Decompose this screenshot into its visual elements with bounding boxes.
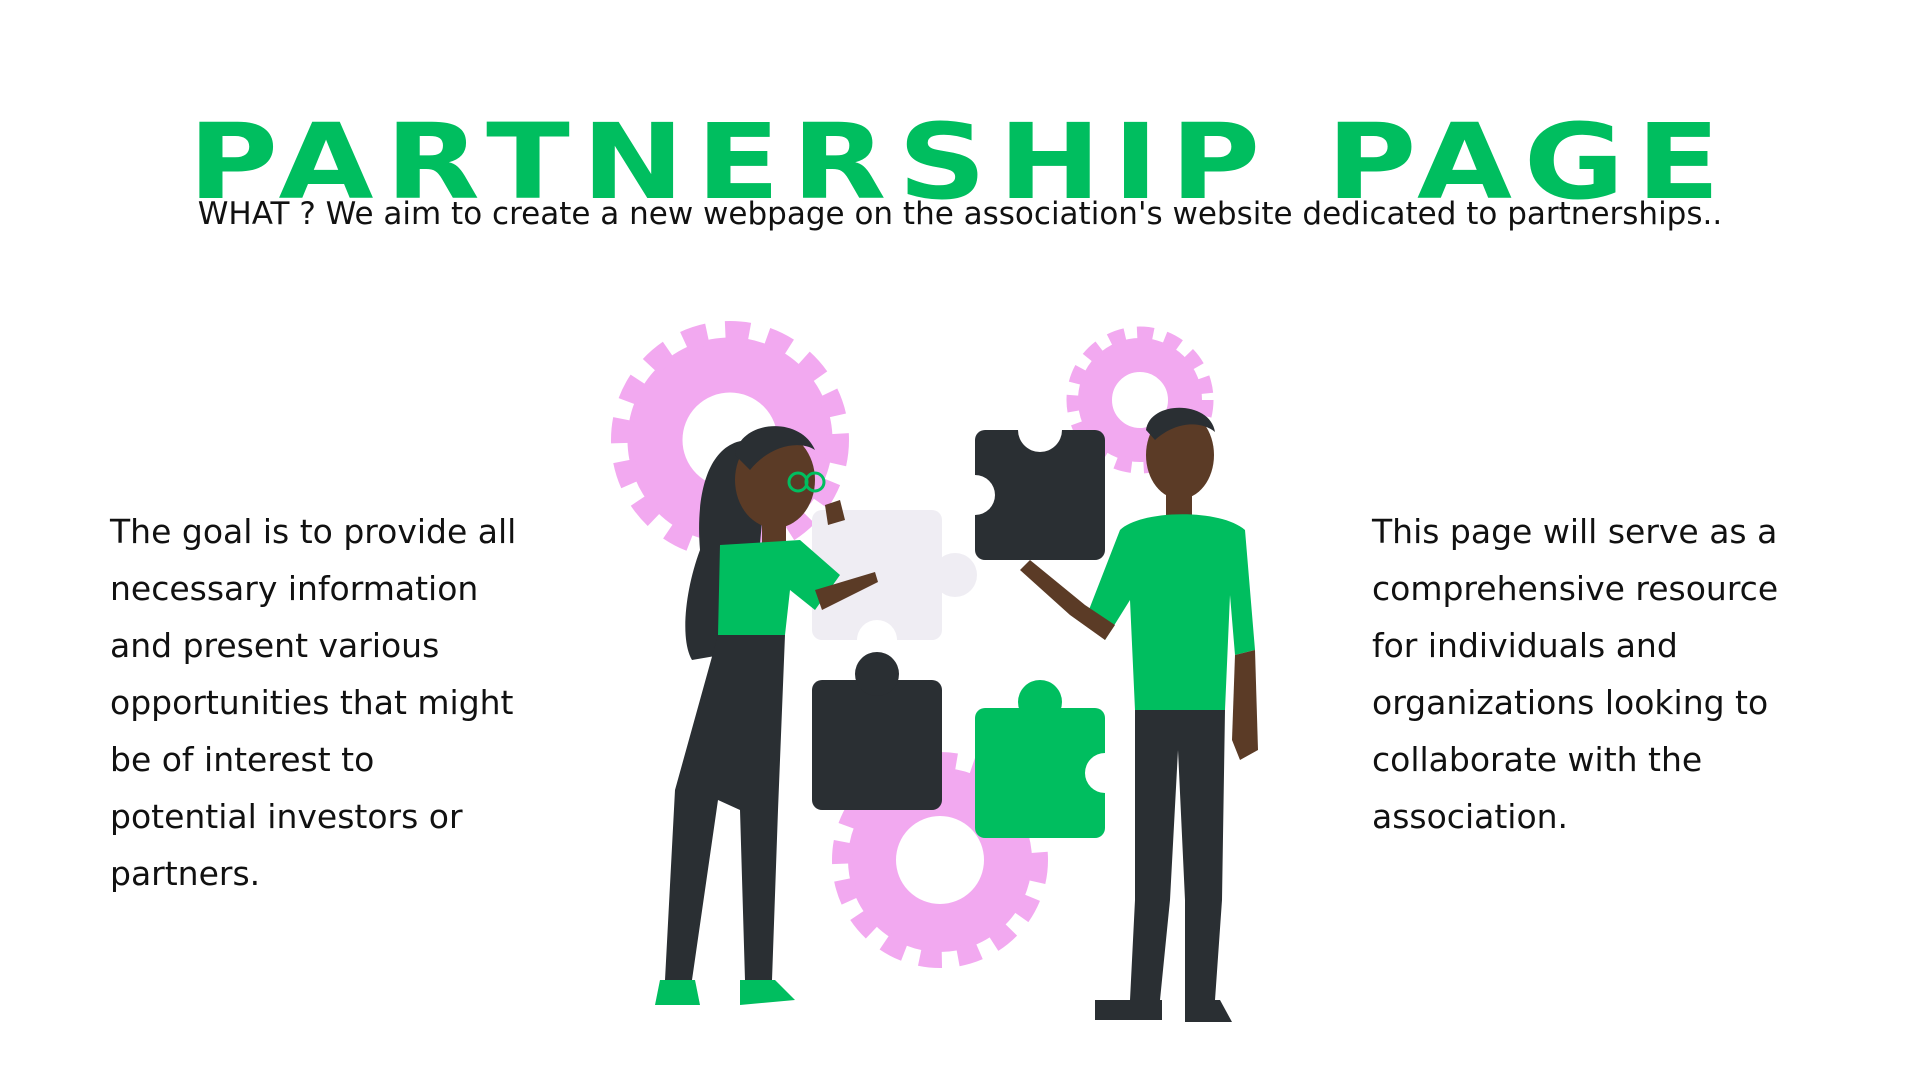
puzzle-piece-icon [955, 408, 1105, 560]
man-figure [1020, 407, 1258, 1022]
page-subtitle: WHAT ? We aim to create a new webpage on… [197, 196, 1723, 232]
page-title: PARTNERSHIP PAGE [188, 100, 1732, 223]
collaboration-illustration [611, 321, 1258, 1022]
woman-figure [655, 426, 878, 1005]
goal-description: The goal is to provide all necessary inf… [110, 512, 517, 893]
puzzle-piece-icon [975, 680, 1125, 838]
puzzle-piece-icon [812, 510, 977, 660]
puzzle-piece-icon [812, 652, 942, 810]
gear-icon [1066, 326, 1214, 474]
resource-description: This page will serve as a comprehensive … [1372, 512, 1779, 836]
